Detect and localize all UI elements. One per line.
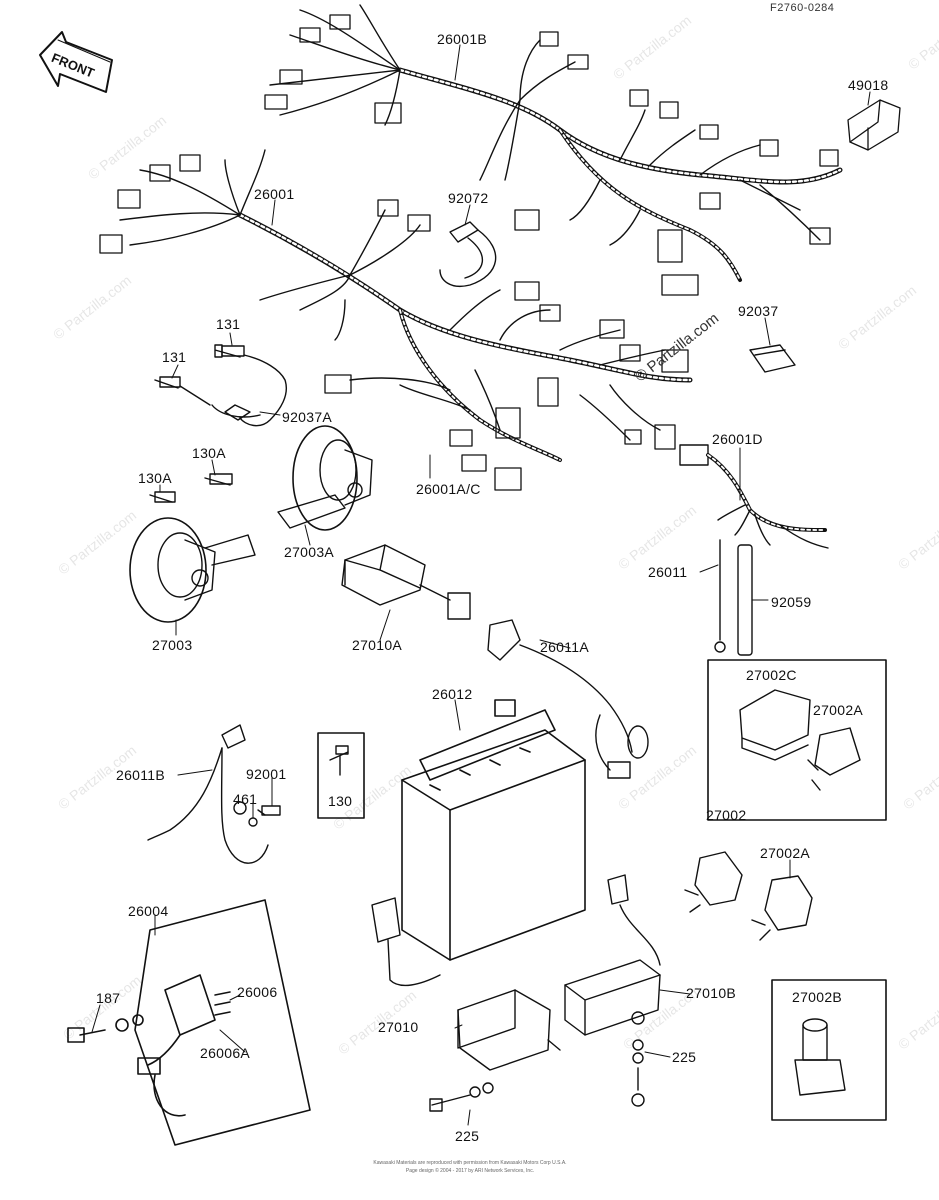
callout-26001D: 26001D xyxy=(712,431,763,447)
clamp-92037 xyxy=(749,344,796,373)
callout-131-upper: 131 xyxy=(216,316,241,332)
battery-26012 xyxy=(401,699,586,961)
callout-26011: 26011 xyxy=(648,564,688,580)
unit-27010B xyxy=(564,874,661,1107)
callout-225-right: 225 xyxy=(672,1049,697,1065)
ignitor-27010 xyxy=(371,897,561,1112)
front-arrow-icon xyxy=(39,31,113,93)
footer-copyright-line-1: Kawasaki Materials are reproduced with p… xyxy=(373,1160,567,1166)
callout-92072: 92072 xyxy=(448,190,489,206)
callout-27002: 27002 xyxy=(706,807,747,823)
callout-130: 130 xyxy=(328,793,353,809)
callout-27002B: 27002B xyxy=(792,989,843,1005)
callout-461: 461 xyxy=(233,791,258,807)
relays-27002-lower xyxy=(684,851,813,941)
callout-131-lower: 131 xyxy=(162,349,187,365)
box-26004 xyxy=(67,899,311,1146)
band-92072 xyxy=(439,221,497,287)
callout-27002C: 27002C xyxy=(746,667,797,683)
callout-27003: 27003 xyxy=(152,637,193,653)
harness-26001D xyxy=(679,444,829,549)
callout-26011A: 26011A xyxy=(540,639,590,655)
bolt-box-130 xyxy=(317,732,365,819)
cable-26011A xyxy=(487,619,649,779)
relay-27010A xyxy=(341,544,471,620)
main-harness-upper xyxy=(269,4,843,282)
callout-26006: 26006 xyxy=(237,984,278,1000)
callout-49018: 49018 xyxy=(848,77,889,93)
callout-27010B: 27010B xyxy=(686,985,737,1001)
callout-26001: 26001 xyxy=(254,186,295,202)
main-harness-middle xyxy=(119,149,693,462)
bolts-131-and-clamp xyxy=(154,344,287,427)
callout-27002A-upper: 27002A xyxy=(813,702,864,718)
callout-130A-lower: 130A xyxy=(138,470,172,486)
callout-26001B: 26001B xyxy=(437,31,488,47)
diagram-code: F2760-0284 xyxy=(770,2,835,14)
callout-26001AC: 26001A/C xyxy=(416,481,481,497)
callout-26011B: 26011B xyxy=(116,767,166,783)
callout-26006A: 26006A xyxy=(200,1045,251,1061)
callout-92001: 92001 xyxy=(246,766,287,782)
connectors-middle xyxy=(99,154,689,491)
horn-27003A xyxy=(204,425,373,531)
leader-lines xyxy=(91,44,871,1126)
relay-box-27002B xyxy=(771,979,887,1121)
callout-187: 187 xyxy=(96,990,121,1006)
callout-225-bottom: 225 xyxy=(455,1128,480,1144)
lead-26011B xyxy=(147,724,281,864)
horn-27003 xyxy=(129,491,256,623)
callout-27003A: 27003A xyxy=(284,544,335,560)
callout-92037A: 92037A xyxy=(282,409,333,425)
callout-27002A-lower: 27002A xyxy=(760,845,811,861)
callout-27010A: 27010A xyxy=(352,637,403,653)
footer-copyright-line-2: Page design © 2004 - 2017 by ARI Network… xyxy=(405,1168,535,1174)
callout-26012: 26012 xyxy=(432,686,473,702)
callout-92037: 92037 xyxy=(738,303,779,319)
callout-26004: 26004 xyxy=(128,903,169,919)
callout-92059: 92059 xyxy=(771,594,812,610)
callout-27010: 27010 xyxy=(378,1019,419,1035)
connectors-upper xyxy=(264,14,901,296)
callout-130A-upper: 130A xyxy=(192,445,226,461)
lead-26011 xyxy=(714,539,753,656)
relay-box-27002 xyxy=(707,659,887,821)
